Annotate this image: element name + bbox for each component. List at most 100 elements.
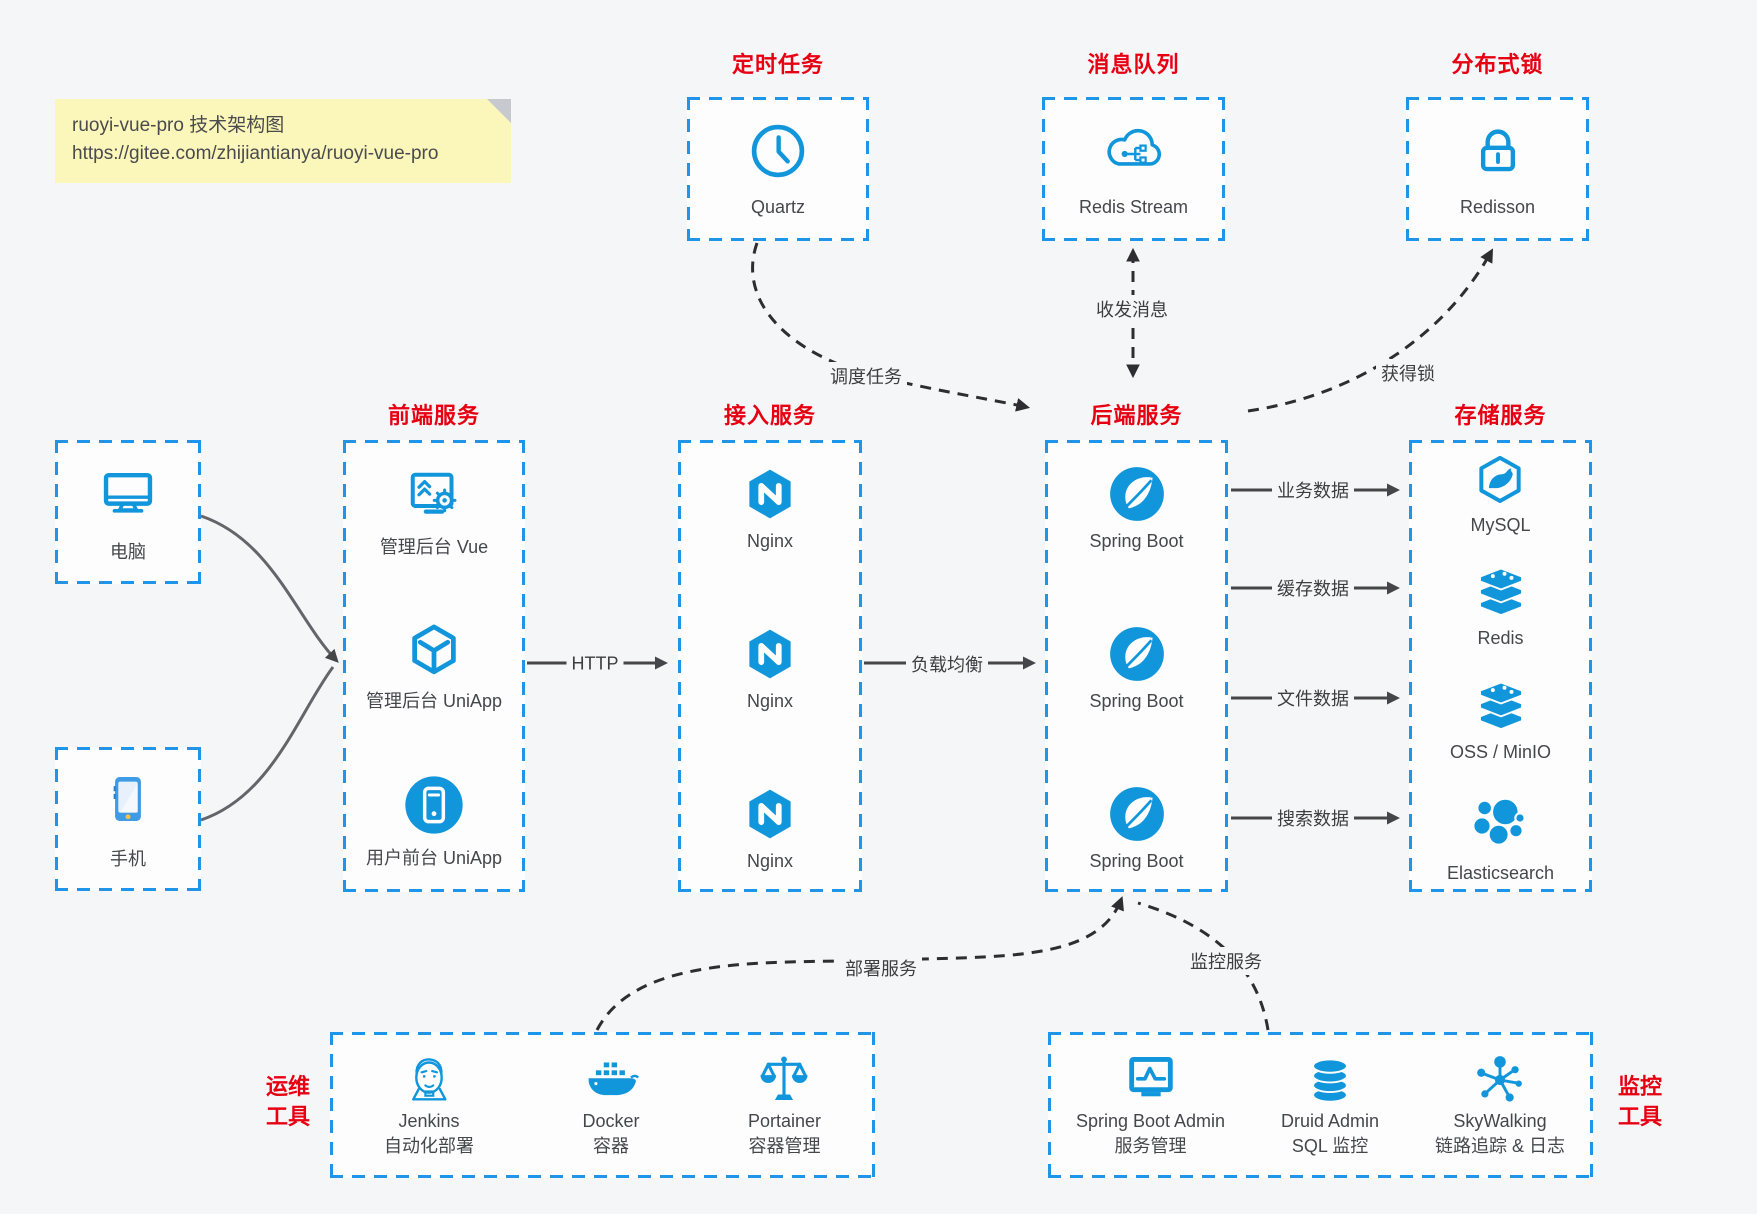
tool-name: Docker (582, 1111, 640, 1131)
edge-label-business-data: 业务数据 (1272, 476, 1354, 504)
service-label: Redis (1477, 628, 1524, 649)
note-fold-corner (487, 99, 511, 123)
tool-name: Druid Admin (1281, 1111, 1380, 1131)
note-title: ruoyi-vue-pro 技术架构图 (72, 115, 285, 136)
client-label: 手机 (110, 848, 146, 869)
title-frontend-services: 前端服务 (387, 403, 480, 428)
title-distributed-lock: 分布式锁 (1451, 52, 1544, 77)
spring-icon (1109, 787, 1164, 841)
service-item: 管理后台 Vue (380, 466, 488, 559)
edge-label-file-data: 文件数据 (1272, 684, 1354, 712)
service-label: MySQL (1470, 515, 1531, 535)
tool-name: Spring Boot Admin (1075, 1111, 1226, 1131)
service-label: OSS / MinIO (1449, 741, 1552, 762)
cloud-share-icon (1106, 128, 1161, 166)
service-label: Redis Stream (1078, 197, 1189, 217)
tool-desc: 容器管理 (748, 1136, 821, 1156)
docker-icon (588, 1061, 640, 1096)
quartz-box: Quartz (687, 97, 869, 241)
sticky-note: ruoyi-vue-pro 技术架构图 https://gitee.com/zh… (55, 99, 511, 183)
nginx-icon (749, 789, 791, 839)
monitor-tools-box: Spring Boot Admin 服务管理 Druid Admin SQL 监… (1048, 1032, 1593, 1178)
tool-desc: SQL 监控 (1291, 1136, 1369, 1156)
spring-icon (1109, 467, 1164, 521)
title-message-queue: 消息队列 (1087, 52, 1180, 77)
title-backend-services: 后端服务 (1090, 403, 1183, 428)
desktop-icon (103, 472, 153, 513)
tool-desc: 自动化部署 (383, 1136, 474, 1156)
service-label: 管理后台 UniApp (365, 690, 503, 711)
title-monitor-tools: 监控 工具 (1604, 1072, 1676, 1132)
tool-item: Druid Admin SQL 监控 (1281, 1051, 1379, 1159)
edge-label-deploy: 部署服务 (840, 954, 922, 982)
nginx-icon (749, 629, 791, 679)
tool-name: Portainer (747, 1111, 821, 1131)
edge-label-search-data: 搜索数据 (1272, 804, 1354, 832)
elasticsearch-icon (1472, 797, 1527, 846)
admin-vue-icon (410, 472, 457, 514)
tool-item: Docker 容器 (582, 1051, 640, 1159)
tool-desc: 链路追踪 & 日志 (1434, 1136, 1565, 1156)
portainer-icon (760, 1056, 809, 1100)
tool-name: SkyWalking (1453, 1111, 1547, 1131)
edge-acquire-lock (1247, 248, 1494, 413)
ops-tools-box: Jenkins 自动化部署 Docker 容器 (330, 1032, 875, 1178)
service-label: Spring Boot (1089, 851, 1184, 871)
tool-name: Jenkins (398, 1111, 460, 1131)
redis-stack-icon (1478, 567, 1523, 617)
note-url: https://gitee.com/zhijiantianya/ruoyi-vu… (72, 143, 439, 164)
tool-desc: 容器 (592, 1136, 629, 1156)
title-monitor-line2: 工具 (1617, 1104, 1662, 1129)
mysql-icon (1479, 455, 1522, 503)
service-label: Nginx (746, 531, 794, 551)
uniapp-cube-icon (412, 624, 456, 674)
client-label: 电脑 (110, 541, 146, 562)
title-monitor-line1: 监控 (1617, 1074, 1662, 1099)
smartphone-icon (113, 776, 141, 821)
title-ops-line2: 工具 (265, 1104, 310, 1129)
tool-desc: 服务管理 (1114, 1136, 1187, 1156)
tool-item: Jenkins 自动化部署 (384, 1051, 474, 1159)
skywalking-icon (1477, 1056, 1522, 1102)
clock-icon (751, 124, 805, 178)
title-storage-services: 存储服务 (1454, 403, 1547, 428)
nginx-icon (749, 469, 791, 519)
service-label: Nginx (746, 851, 794, 871)
service-label: Nginx (746, 691, 794, 711)
edge-label-monitor: 监控服务 (1185, 947, 1267, 975)
oss-stack-icon (1478, 681, 1523, 730)
edge-label-acquire-lock: 获得锁 (1376, 359, 1440, 387)
service-item: Elasticsearch (1447, 792, 1554, 884)
druid-icon (1312, 1058, 1348, 1103)
edge-label-http: HTTP (566, 652, 624, 676)
service-item: Nginx (740, 784, 800, 872)
service-label: Spring Boot (1089, 691, 1184, 711)
service-item: Nginx (740, 464, 800, 552)
service-item: 管理后台 UniApp (366, 620, 502, 713)
tool-item: SkyWalking 链路追踪 & 日志 (1435, 1051, 1565, 1159)
tool-item: Spring Boot Admin 服务管理 (1076, 1051, 1225, 1159)
service-item: Spring Boot (1089, 784, 1184, 872)
edge-label-cache-data: 缓存数据 (1272, 574, 1354, 602)
edge-label-message: 收发消息 (1091, 295, 1173, 323)
service-item: MySQL (1470, 452, 1531, 536)
frontend-column: 管理后台 Vue 管理后台 UniApp 用户前台 UniApp (343, 440, 525, 892)
service-label: 用户前台 UniApp (365, 848, 503, 868)
service-item: Spring Boot (1089, 624, 1184, 712)
service-label: Redisson (1459, 197, 1536, 217)
user-app-icon (405, 776, 463, 834)
redisson-box: Redisson (1406, 97, 1589, 241)
edge-phone-frontend (200, 666, 335, 822)
tool-item: Portainer 容器管理 (748, 1051, 821, 1159)
storage-column: MySQL Redis OSS / Mi (1409, 440, 1592, 892)
service-item: OSS / MinIO (1450, 679, 1551, 763)
edge-label-schedule-task: 调度任务 (825, 362, 907, 390)
service-label: Elasticsearch (1446, 862, 1555, 883)
service-label: Quartz (750, 197, 806, 217)
service-item: Spring Boot (1089, 464, 1184, 552)
jenkins-icon (412, 1058, 447, 1101)
gateway-column: Nginx Nginx Nginx (678, 440, 862, 892)
service-item: 用户前台 UniApp (366, 773, 502, 870)
edge-label-load-balance: 负载均衡 (906, 650, 988, 678)
